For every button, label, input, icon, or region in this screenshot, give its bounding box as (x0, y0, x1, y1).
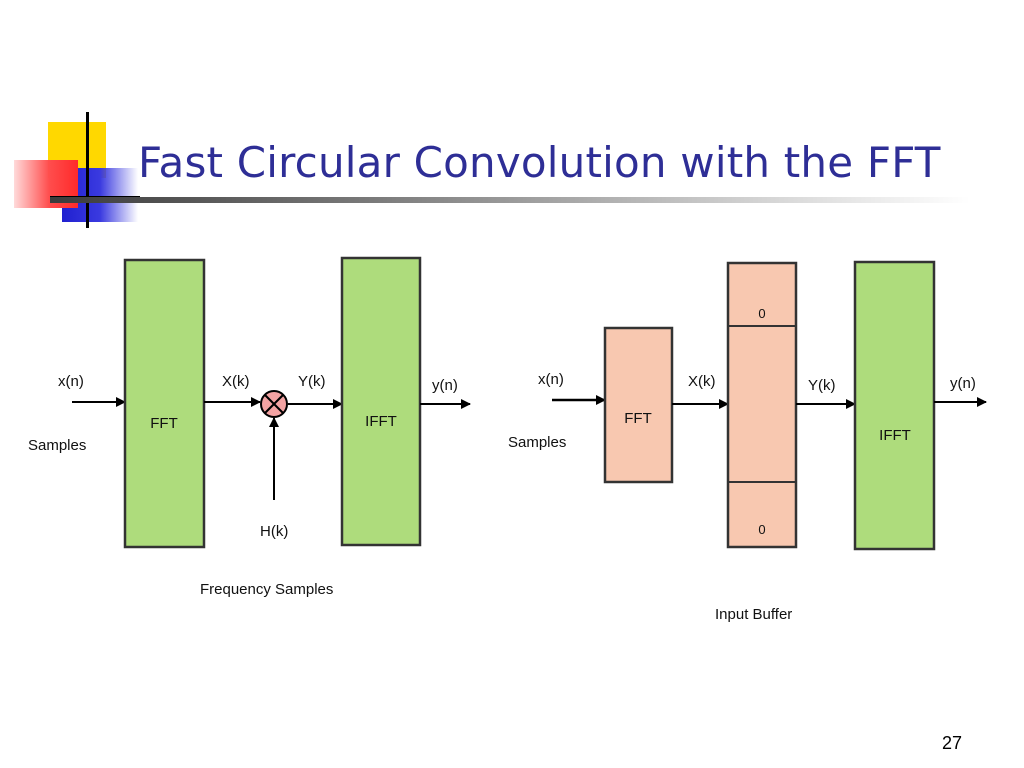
left-spectrum-in-label: X(k) (222, 373, 250, 390)
slide-title: Fast Circular Convolution with the FFT (138, 138, 941, 187)
right-ifft-block (853, 260, 936, 551)
buffer-bottom-zero: 0 (758, 522, 765, 537)
left-fft-label: FFT (150, 415, 178, 432)
right-ifft-label: IFFT (879, 427, 911, 444)
left-spectrum-out-label: Y(k) (298, 373, 326, 390)
left-caption: Frequency Samples (200, 581, 333, 598)
decor-vertical-line (86, 112, 89, 228)
left-input-signal-label: x(n) (58, 373, 84, 390)
left-diagram: x(n) Samples FFT X(k) H(k) Y(k) IFFT y(n… (28, 256, 471, 598)
right-input-note: Samples (508, 434, 566, 451)
right-spectrum-out-label: Y(k) (808, 377, 836, 394)
left-ifft-label: IFFT (365, 413, 397, 430)
left-ifft-block (340, 256, 422, 547)
left-input-note: Samples (28, 437, 86, 454)
input-buffer-block (726, 261, 798, 549)
page-number: 27 (941, 733, 962, 753)
right-fft-label: FFT (624, 410, 652, 427)
right-input-signal-label: x(n) (538, 371, 564, 388)
filter-label: H(k) (260, 523, 288, 540)
title-underline (50, 197, 970, 203)
left-output-signal-label: y(n) (432, 377, 458, 394)
right-diagram: x(n) Samples FFT X(k) 0 0 Y(k) IFFT y(n)… (508, 260, 987, 623)
multiplier-cross-b (264, 394, 284, 414)
right-output-signal-label: y(n) (950, 375, 976, 392)
left-fft-block (123, 258, 206, 549)
right-caption: Input Buffer (715, 606, 792, 623)
right-spectrum-in-label: X(k) (688, 373, 716, 390)
buffer-top-zero: 0 (758, 306, 765, 321)
right-fft-block (603, 326, 674, 484)
